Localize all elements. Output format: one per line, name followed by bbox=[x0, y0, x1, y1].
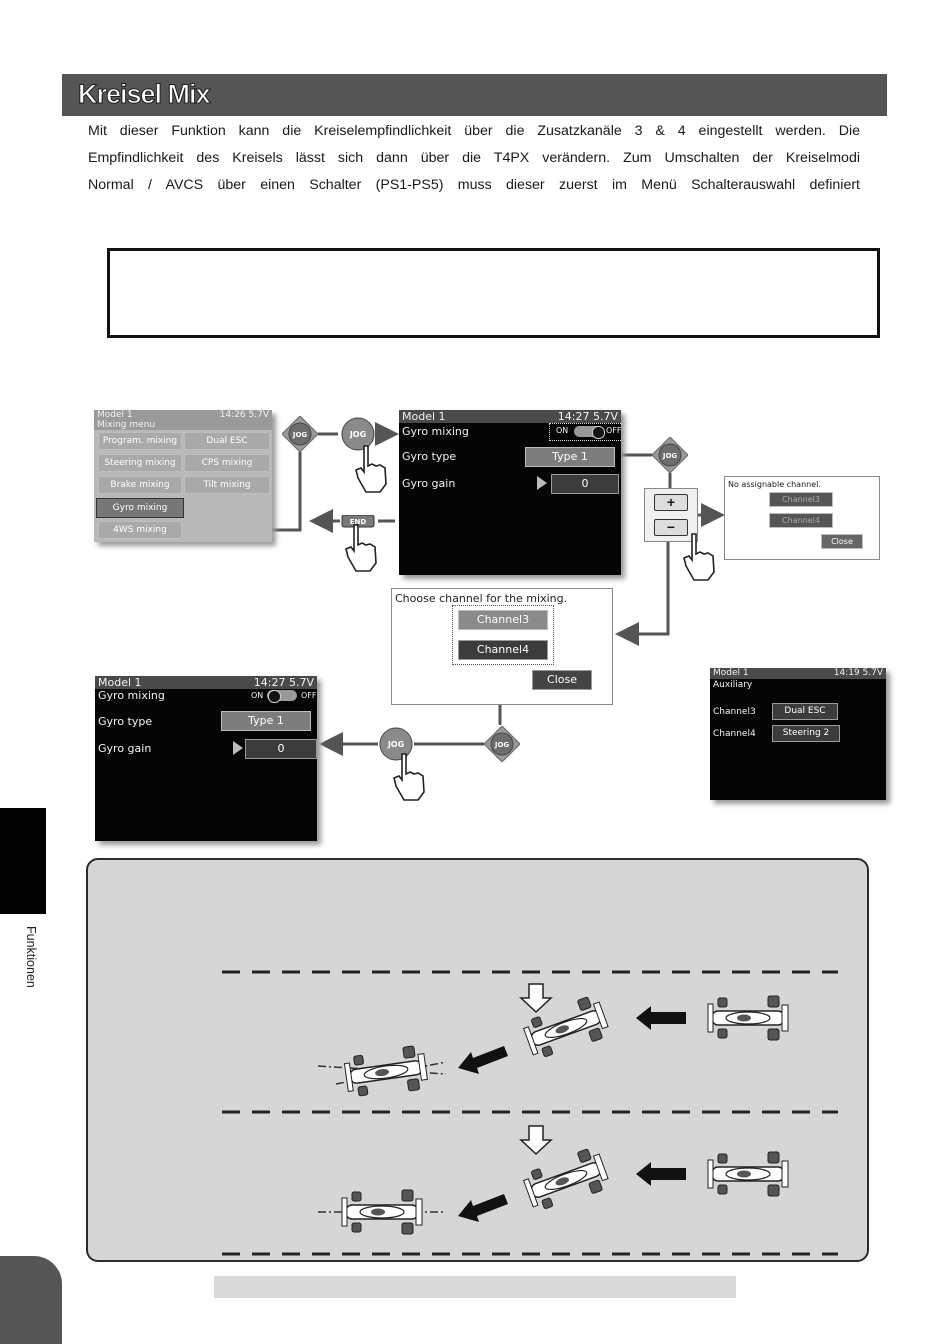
gyro-gain-value[interactable]: 0 bbox=[551, 474, 619, 494]
menu-item-cps-mixing[interactable]: CPS mixing bbox=[184, 454, 270, 472]
svg-text:JOG: JOG bbox=[662, 452, 678, 460]
menu-item-gyro-mixing[interactable]: Gyro mixing bbox=[96, 498, 184, 518]
gyro-gain-label: Gyro gain bbox=[402, 477, 456, 490]
svg-text:END: END bbox=[350, 518, 367, 526]
no-channel-message: No assignable channel. bbox=[728, 480, 821, 489]
close-button[interactable]: Close bbox=[532, 670, 592, 690]
menu-item-4ws-mixing[interactable]: 4WS mixing bbox=[98, 521, 182, 539]
menu-item-program-mixing[interactable]: Program. mixing bbox=[98, 432, 182, 450]
jog-button-icon[interactable]: JOG bbox=[340, 416, 376, 452]
switch-on-label: ON bbox=[556, 426, 569, 435]
jog-dial-icon[interactable]: JOG bbox=[282, 416, 318, 452]
gyro-model-name: Model 1 bbox=[98, 676, 142, 689]
aux-title: Auxiliary bbox=[713, 680, 753, 690]
auxiliary-screen: Model 1 14:19 5.7V Auxiliary Channel3 Du… bbox=[710, 668, 886, 800]
pointing-hand-icon bbox=[393, 753, 425, 801]
plus-minus-keypad: + − bbox=[644, 488, 698, 542]
aux-model-name: Model 1 bbox=[713, 668, 749, 678]
footer-bar bbox=[214, 1276, 736, 1298]
switch-on-label: ON bbox=[251, 691, 264, 700]
section-title-bar bbox=[62, 74, 887, 116]
aux-ch4-label: Channel4 bbox=[713, 729, 756, 739]
jog-button-icon[interactable]: JOG bbox=[378, 726, 414, 762]
channel4-disabled-button: Channel4 bbox=[769, 513, 833, 528]
jog-dial-icon[interactable]: JOG bbox=[484, 726, 520, 762]
intro-line: Normal / AVCS über einen Schalter (PS1-P… bbox=[88, 177, 860, 193]
gyro-gain-label: Gyro gain bbox=[98, 742, 152, 755]
svg-text:JOG: JOG bbox=[292, 431, 308, 439]
gyro-type-value[interactable]: Type 1 bbox=[525, 447, 615, 467]
channel-selection-group bbox=[452, 605, 554, 665]
minus-button[interactable]: − bbox=[654, 519, 688, 536]
switch-track bbox=[574, 426, 604, 437]
svg-text:JOG: JOG bbox=[349, 430, 366, 439]
aux-ch4-value[interactable]: Steering 2 bbox=[772, 725, 840, 742]
gyro-onoff-switch[interactable]: ON OFF bbox=[549, 423, 621, 441]
gain-arrow-icon bbox=[233, 741, 243, 755]
plus-button[interactable]: + bbox=[654, 494, 688, 511]
mixing-menu-title: Mixing menu bbox=[97, 420, 156, 430]
channel4-button[interactable]: Channel4 bbox=[458, 640, 548, 660]
gyro-gain-value[interactable]: 0 bbox=[245, 739, 317, 759]
pointing-hand-icon bbox=[683, 533, 715, 581]
gyro-type-value[interactable]: Type 1 bbox=[221, 711, 311, 731]
mixing-status: 14:26 5.7V bbox=[219, 410, 269, 420]
mixing-menu-screen: Model 1 Mixing menu 14:26 5.7V Program. … bbox=[94, 410, 272, 542]
switch-off-label: OFF bbox=[301, 691, 317, 700]
section-title: Kreisel Mix bbox=[78, 79, 212, 110]
aux-status: 14:19 5.7V bbox=[833, 668, 883, 678]
channel3-disabled-button: Channel3 bbox=[769, 492, 833, 507]
gain-arrow-icon bbox=[537, 476, 547, 490]
intro-text: Mit dieser Funktion kann die Kreiselempf… bbox=[88, 118, 860, 199]
cornering-illustration bbox=[222, 970, 838, 1256]
close-button[interactable]: Close bbox=[821, 534, 863, 549]
no-channel-popup: No assignable channel. Channel3 Channel4… bbox=[724, 476, 880, 560]
pointing-hand-icon bbox=[355, 445, 387, 493]
page-corner-tab bbox=[0, 1256, 62, 1344]
gyro-onoff-switch[interactable]: ON OFF bbox=[249, 689, 317, 703]
jog-dial-icon[interactable]: JOG bbox=[652, 437, 688, 473]
choose-channel-popup: Choose channel for the mixing. Channel3 … bbox=[391, 588, 613, 705]
switch-knob bbox=[268, 690, 281, 703]
gyro-model-name: Model 1 bbox=[402, 410, 446, 423]
chapter-tab bbox=[0, 808, 46, 914]
switch-knob bbox=[592, 426, 605, 439]
choose-channel-message: Choose channel for the mixing. bbox=[395, 592, 568, 605]
gyro-mixing-screen: Model 1 14:27 5.7V Gyro mixing ON OFF Gy… bbox=[399, 410, 621, 575]
svg-text:JOG: JOG bbox=[387, 740, 404, 749]
intro-line: Mit dieser Funktion kann die Kreiselempf… bbox=[88, 123, 860, 139]
chapter-label: Funktionen bbox=[24, 926, 38, 988]
gyro-mixing-label: Gyro mixing bbox=[98, 689, 165, 702]
menu-item-tilt-mixing[interactable]: Tilt mixing bbox=[184, 476, 270, 494]
channel3-button[interactable]: Channel3 bbox=[458, 610, 548, 630]
svg-text:JOG: JOG bbox=[494, 741, 510, 749]
mixing-model-name: Model 1 bbox=[97, 410, 133, 420]
gyro-mixing-label: Gyro mixing bbox=[402, 425, 469, 438]
menu-item-steering-mixing[interactable]: Steering mixing bbox=[98, 454, 182, 472]
menu-item-dual-esc[interactable]: Dual ESC bbox=[184, 432, 270, 450]
note-box bbox=[107, 248, 880, 338]
end-key-icon[interactable]: END bbox=[340, 515, 380, 573]
switch-off-label: OFF bbox=[606, 426, 621, 435]
switch-track bbox=[267, 690, 297, 701]
gyro-type-label: Gyro type bbox=[402, 450, 457, 463]
intro-line: Empfindlichkeit des Kreisels lässt sich … bbox=[88, 150, 860, 166]
gyro-type-label: Gyro type bbox=[98, 715, 153, 728]
aux-ch3-label: Channel3 bbox=[713, 707, 756, 717]
gyro-status: 14:27 5.7V bbox=[253, 676, 314, 689]
menu-item-brake-mixing[interactable]: Brake mixing bbox=[98, 476, 182, 494]
gyro-mixing-screen-result: Model 1 14:27 5.7V Gyro mixing ON OFF Gy… bbox=[95, 676, 317, 841]
aux-ch3-value[interactable]: Dual ESC bbox=[772, 703, 838, 720]
gyro-status: 14:27 5.7V bbox=[557, 410, 618, 423]
